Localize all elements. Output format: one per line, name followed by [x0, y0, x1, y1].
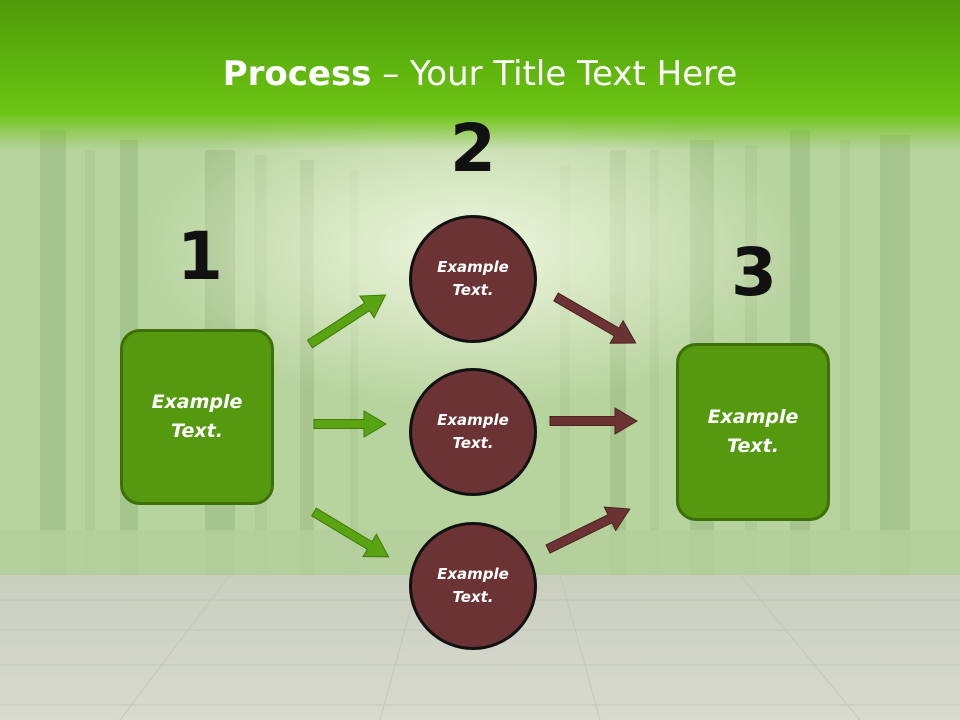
step-2-circle-middle: Example Text.: [409, 368, 537, 496]
title-rest: – Your Title Text Here: [371, 54, 738, 94]
step-3-box: Example Text.: [676, 343, 830, 521]
arrow-to-top-circle: [306, 294, 387, 349]
step-2-circle-bottom-text: Example Text.: [437, 565, 509, 606]
step-1-box: Example Text.: [120, 329, 274, 505]
title-bold: Process: [222, 54, 372, 94]
step-1-text: Example Text.: [151, 391, 243, 442]
arrow-to-bottom-circle: [310, 507, 390, 558]
step-2-circle-bottom: Example Text.: [409, 522, 537, 650]
step-3-text: Example Text.: [707, 406, 799, 457]
slide-title: Process – Your Title Text Here: [0, 52, 960, 96]
step-3-number: 3: [731, 234, 777, 311]
title-bar: [0, 0, 960, 150]
step-2-circle-top-text: Example Text.: [437, 258, 509, 299]
arrow-from-middle-circle: [549, 407, 638, 435]
step-2-number: 2: [450, 110, 496, 187]
arrow-from-top-circle: [553, 292, 637, 344]
step-1-number: 1: [177, 218, 223, 295]
step-2-circle-top: Example Text.: [409, 215, 537, 343]
step-2-circle-middle-text: Example Text.: [437, 411, 509, 452]
arrow-from-bottom-circle: [545, 506, 631, 554]
arrow-to-middle-circle: [313, 410, 387, 438]
